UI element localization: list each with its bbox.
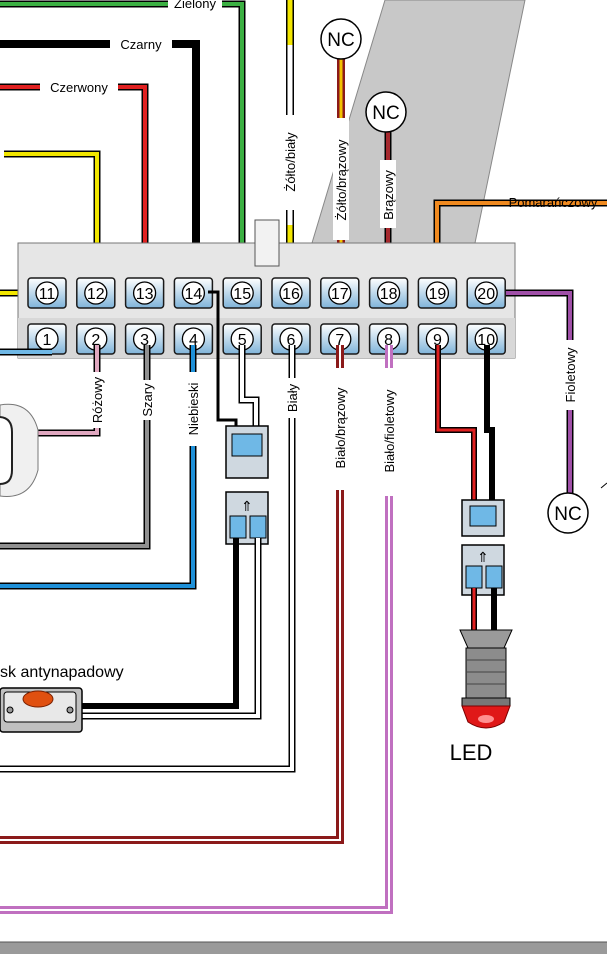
wire-led-red: [435, 345, 477, 504]
label-orange: Pomarańczowy: [509, 195, 598, 210]
svg-text:NC: NC: [372, 103, 399, 124]
pin-label: 17: [331, 286, 349, 303]
pin-label: 13: [136, 286, 154, 303]
arrow-hint: [600, 482, 607, 489]
bottom-pin-row: 1 2 3 4 5 6 7 8 9 10: [27, 323, 506, 355]
label-led: LED: [450, 740, 493, 765]
pin-20: 20: [466, 277, 506, 309]
pin-14: 14: [173, 277, 214, 309]
pin-label: 14: [185, 286, 203, 303]
pin-13: 13: [124, 277, 165, 309]
label-grey: Szary: [140, 383, 155, 417]
pin-17: 17: [320, 277, 360, 309]
pin-label: 7: [335, 332, 344, 349]
pin-11: 11: [27, 277, 67, 309]
wire-led-black: [484, 345, 495, 504]
footer-bar: [0, 942, 607, 954]
label-blue: Niebieski: [186, 383, 201, 436]
label-pink: Różowy: [90, 376, 105, 423]
label-yellow-brown: Żółto/brązowy: [334, 139, 349, 220]
pin-label: 20: [477, 286, 495, 303]
label-purple: Fioletowy: [563, 347, 578, 402]
wire-black: [0, 40, 200, 283]
pin-2: 2: [76, 323, 116, 355]
pin-10: 10: [466, 323, 506, 355]
button-connector: ⇑: [225, 425, 269, 545]
label-white: Biały: [285, 383, 300, 412]
label-white-brown: Biało/brązowy: [333, 387, 348, 468]
pin-12: 12: [76, 277, 116, 309]
label-yellow-white: Żółto/biały: [283, 132, 298, 192]
nc-marker-yellow-brown: NC: [320, 18, 362, 60]
pin-label: 3: [140, 332, 149, 349]
svg-text:NC: NC: [554, 504, 581, 525]
nc-marker-purple: NC: [547, 492, 589, 534]
led-connector: ⇑: [461, 499, 505, 596]
pin-8: 8: [368, 323, 409, 355]
pin-label: 11: [39, 286, 56, 303]
pin-16: 16: [271, 277, 311, 309]
nc-marker-brown: NC: [365, 91, 407, 133]
wire-button-signal: [208, 290, 238, 432]
top-pin-row: 11 12 13 14 15 16 17 18 19 20: [27, 277, 506, 309]
label-brown: Brązowy: [381, 170, 396, 220]
pin-label: 9: [433, 332, 442, 349]
pin-label: 4: [189, 332, 198, 349]
pin-label: 12: [87, 286, 105, 303]
svg-text:⇑: ⇑: [241, 499, 253, 515]
pin-label: 15: [233, 286, 251, 303]
pin-label: 2: [91, 332, 100, 349]
pin-7: 7: [320, 323, 360, 355]
pin-4: 4: [173, 323, 214, 355]
pin-19: 19: [417, 277, 458, 309]
connector-latch: [254, 219, 280, 267]
label-green: Zielony: [174, 0, 216, 11]
pin-18: 18: [368, 277, 409, 309]
pin-label: 18: [380, 286, 398, 303]
svg-text:⇑: ⇑: [477, 550, 489, 566]
pin-label: 1: [43, 332, 52, 349]
pin-label: 19: [429, 286, 447, 303]
pin-15: 15: [222, 277, 262, 309]
label-red: Czerwony: [50, 80, 108, 95]
pin-1: 1: [27, 323, 67, 355]
panic-button: [0, 687, 83, 733]
label-black: Czarny: [120, 37, 162, 52]
pin-label: 8: [384, 332, 393, 349]
pin-label: 16: [282, 286, 300, 303]
svg-text:NC: NC: [327, 30, 354, 51]
led-icon: [459, 629, 513, 729]
label-white-purple: Biało/fioletowy: [382, 389, 397, 473]
remote-housing-partial: [0, 403, 39, 497]
pin-label: 5: [238, 332, 247, 349]
label-panic-button: sk antynapadowy: [0, 664, 124, 681]
pin-label: 6: [287, 332, 296, 349]
pin-label: 10: [477, 332, 495, 349]
